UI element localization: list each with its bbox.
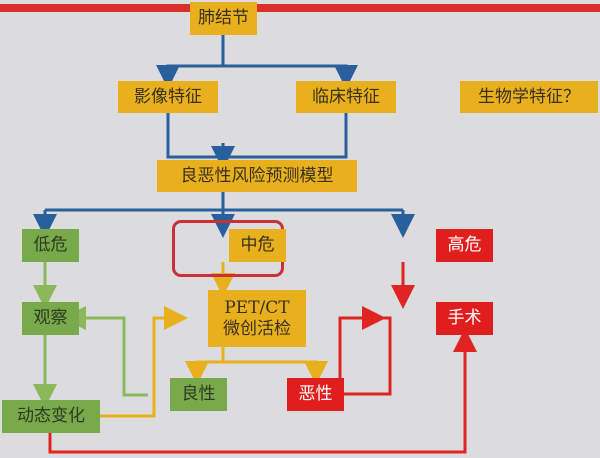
- node-biological-features: 生物学特征？: [460, 81, 598, 113]
- arrow-pet-results: [195, 347, 318, 373]
- arrow-root-clinical: [223, 64, 358, 89]
- pet-ct-label: PET/CT: [224, 298, 290, 319]
- node-mid-risk: 中危: [229, 229, 286, 262]
- node-pet-ct-biopsy: PET/CT 微创活检: [208, 290, 306, 347]
- node-clinical-features: 临床特征: [296, 81, 396, 113]
- arrow-dynamic-surgery: [48, 328, 477, 454]
- node-observe: 观察: [22, 302, 79, 335]
- node-dynamic-change: 动态变化: [2, 400, 100, 433]
- node-pulmonary-nodule: 肺结节: [190, 2, 257, 35]
- biopsy-label: 微创活检: [223, 318, 291, 339]
- node-risk-model: 良恶性风险预测模型: [157, 160, 357, 192]
- node-high-risk: 高危: [436, 229, 493, 262]
- node-low-risk: 低危: [22, 229, 79, 262]
- node-malignant: 恶性: [287, 378, 344, 411]
- arrow-dynamic-pet: [87, 306, 188, 418]
- arrow-benign-observe: [62, 306, 148, 397]
- node-imaging-features: 影像特征: [118, 81, 218, 113]
- arrow-features-model: [166, 113, 348, 159]
- arrow-root-imaging: [156, 35, 225, 89]
- node-surgery: 手术: [436, 302, 493, 335]
- node-benign: 良性: [170, 378, 227, 411]
- top-red-bar: [0, 4, 600, 12]
